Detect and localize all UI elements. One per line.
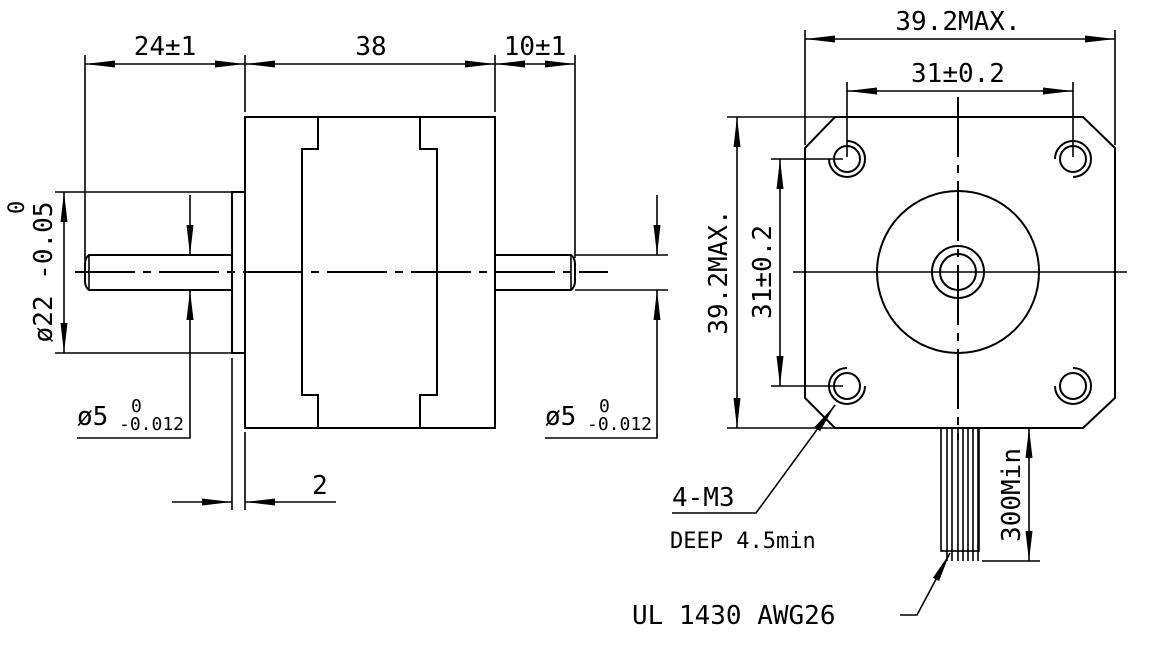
lead-wires (940, 427, 980, 561)
shaft-outer-circle (931, 245, 985, 299)
dim-front-shaft-tol-upper: 0 (131, 396, 142, 417)
leader (545, 290, 661, 439)
note-hole-depth: DEEP 4.5min (670, 529, 816, 554)
mounting-hole (828, 140, 866, 178)
note-holes: 4-M3 (672, 483, 735, 513)
dim-boss-thickness: 2 (312, 471, 328, 501)
leader-wire (900, 552, 951, 616)
leader (77, 290, 194, 439)
note-wire: UL 1430 AWG26 (632, 601, 836, 631)
dim-boss-diameter: ø22 -0.05 (29, 202, 59, 343)
dim-rear-shaft-tol-upper: 0 (599, 396, 610, 417)
pilot-circle (876, 190, 1040, 354)
dim-front-shaft-length: 24±1 (134, 32, 197, 62)
rear-shaft (495, 254, 576, 291)
dim-height: 39.2MAX. (704, 209, 734, 334)
mounting-hole (828, 367, 866, 405)
dim-rear-shaft-diameter: ø5 (545, 402, 576, 432)
dim-hole-spacing-h: 31±0.2 (911, 59, 1005, 89)
side-view: 24±1 38 10±1 ø22 -0.05 0 ø5 0 -0.012 (5, 32, 668, 510)
dim-rear-shaft-tol-lower: -0.012 (587, 414, 652, 435)
shaft-inner-circle (939, 253, 977, 291)
dim-width: 39.2MAX. (895, 7, 1020, 37)
dim-front-shaft-diameter: ø5 (77, 402, 108, 432)
front-view: 39.2MAX. 31±0.2 39.2MAX. 31±0.2 (632, 7, 1127, 631)
dim-front-shaft-tol-lower: -0.012 (119, 414, 184, 435)
leader-holes (672, 404, 836, 514)
mounting-hole (1054, 367, 1092, 405)
dim-boss-tol-upper: 0 (5, 201, 30, 214)
dim-rear-shaft-length: 10±1 (504, 32, 567, 62)
dim-lead-length: 300Min (997, 448, 1027, 542)
dim-hole-spacing-v: 31±0.2 (748, 225, 778, 319)
flange-outline (804, 116, 1116, 429)
mounting-hole (1054, 140, 1092, 178)
dim-body-length: 38 (355, 32, 386, 62)
